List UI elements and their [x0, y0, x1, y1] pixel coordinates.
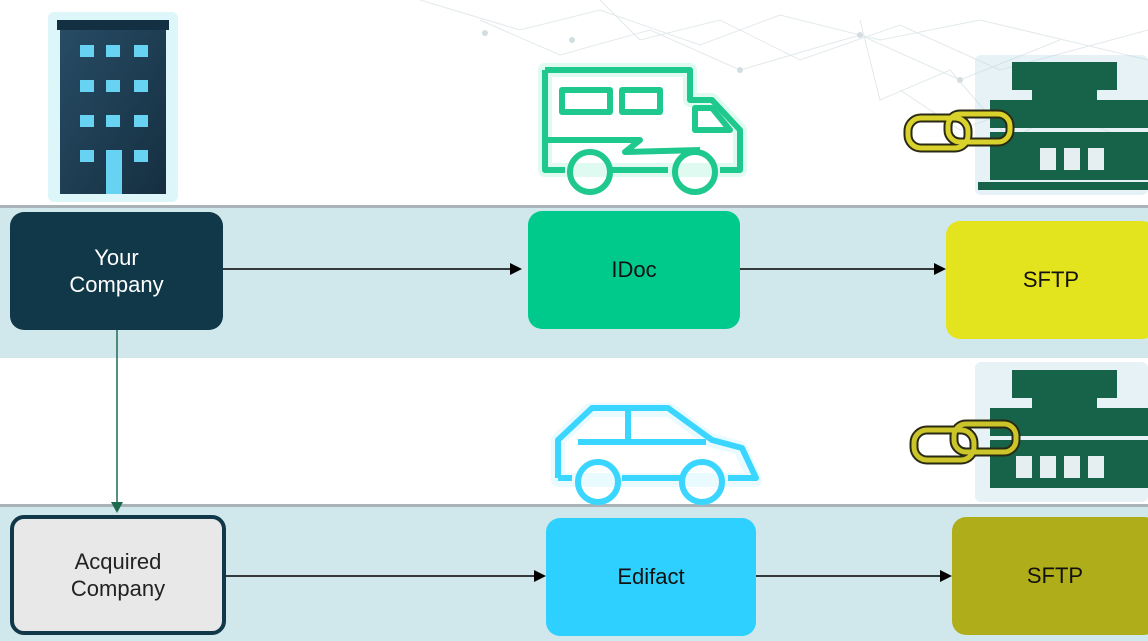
office-building-icon	[48, 12, 178, 202]
acquired-company-label: Acquired Company	[70, 548, 166, 602]
sftp-box-top[interactable]: SFTP	[946, 221, 1148, 339]
camper-van-icon	[538, 63, 747, 195]
sftp-label-bottom: SFTP	[1026, 563, 1084, 589]
edifact-label: Edifact	[617, 564, 685, 590]
linked-building-icon-top	[903, 55, 1148, 195]
your-company-box[interactable]: Your Company	[10, 212, 223, 330]
your-company-label: Your Company	[69, 244, 164, 298]
edifact-box[interactable]: Edifact	[546, 518, 756, 636]
idoc-label: IDoc	[611, 257, 657, 283]
arrow-head-down	[111, 502, 123, 513]
sftp-box-bottom[interactable]: SFTP	[952, 517, 1148, 635]
linked-building-icon-bottom	[909, 362, 1148, 502]
idoc-box[interactable]: IDoc	[528, 211, 740, 329]
sftp-label-top: SFTP	[1022, 267, 1080, 293]
acquired-company-box[interactable]: Acquired Company	[10, 515, 226, 635]
car-icon	[551, 403, 762, 505]
